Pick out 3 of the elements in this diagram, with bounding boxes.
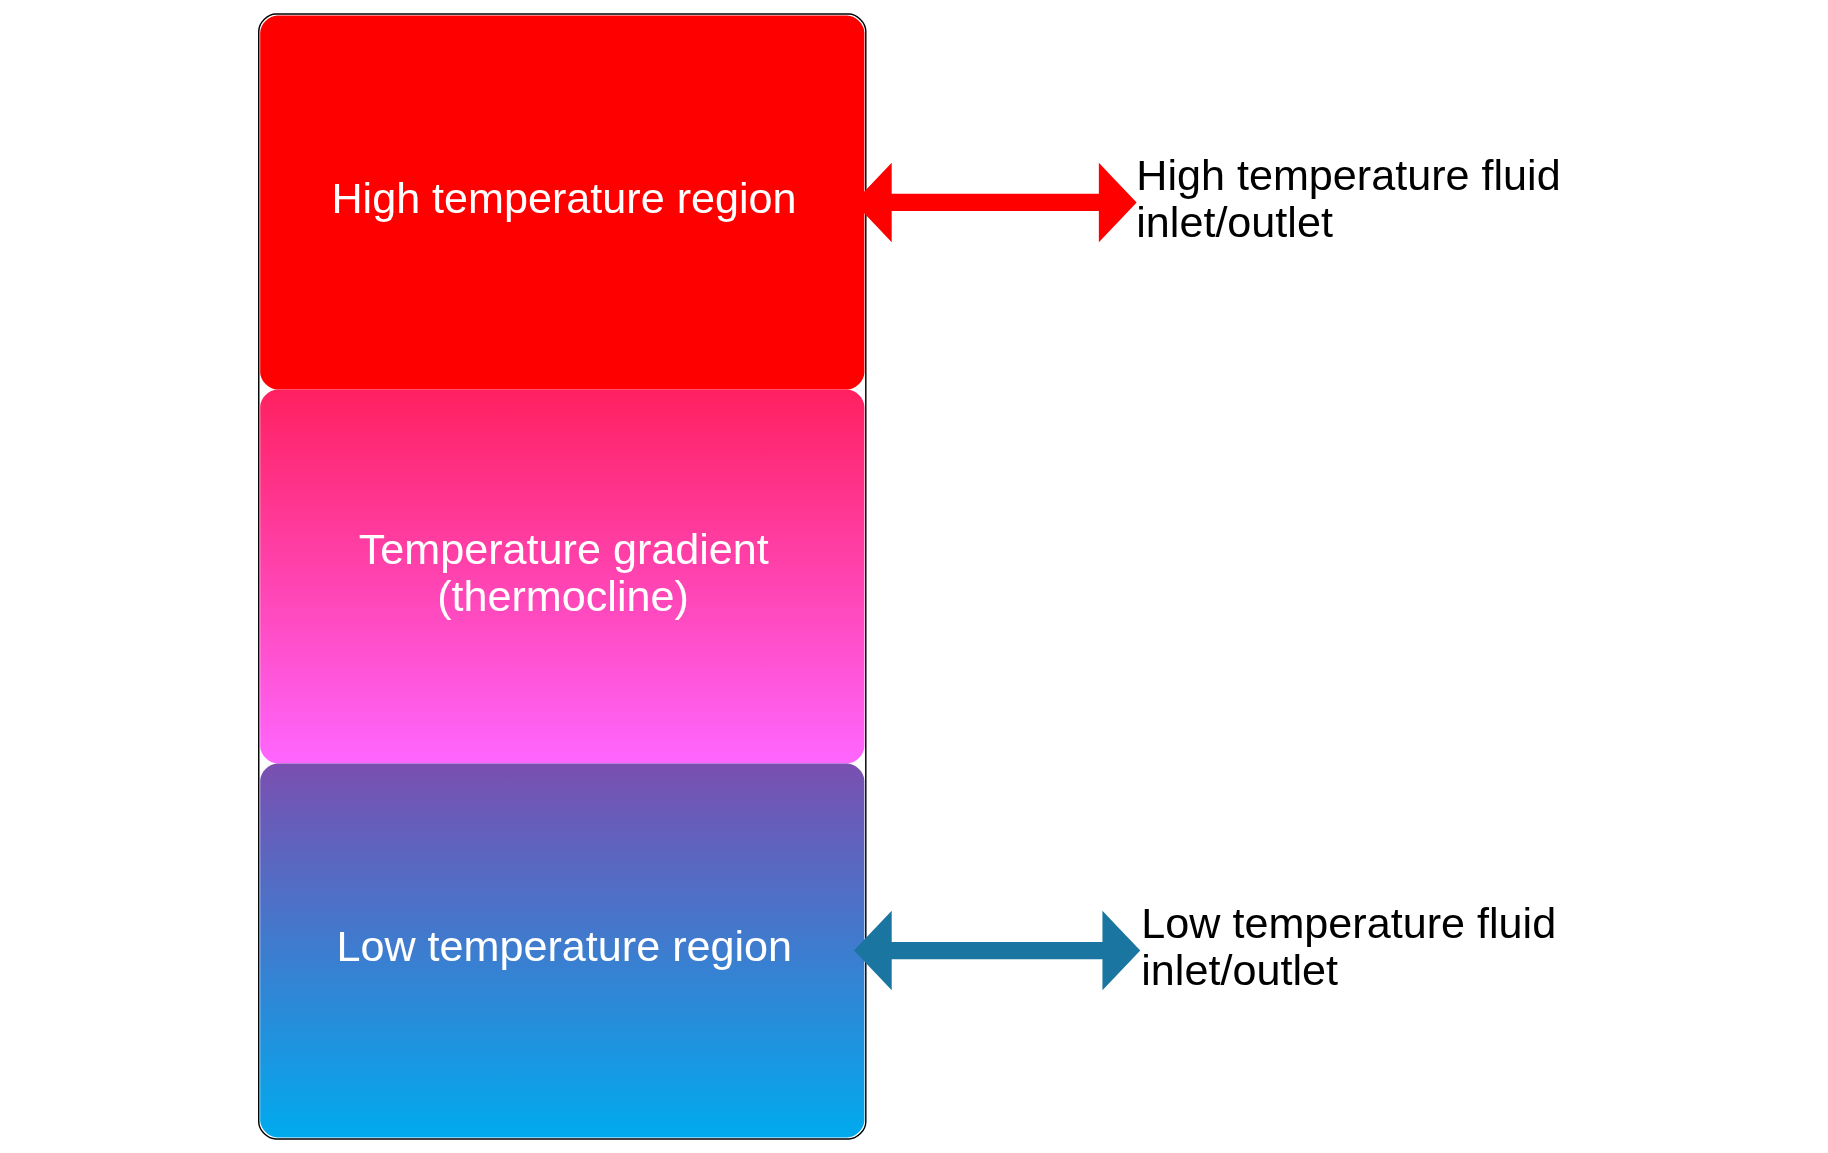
node-text: High temperature fluid inlet/outlet — [1136, 150, 1561, 247]
node-text: Low temperature fluid inlet/outlet — [1141, 898, 1557, 995]
arrow — [853, 910, 1141, 991]
